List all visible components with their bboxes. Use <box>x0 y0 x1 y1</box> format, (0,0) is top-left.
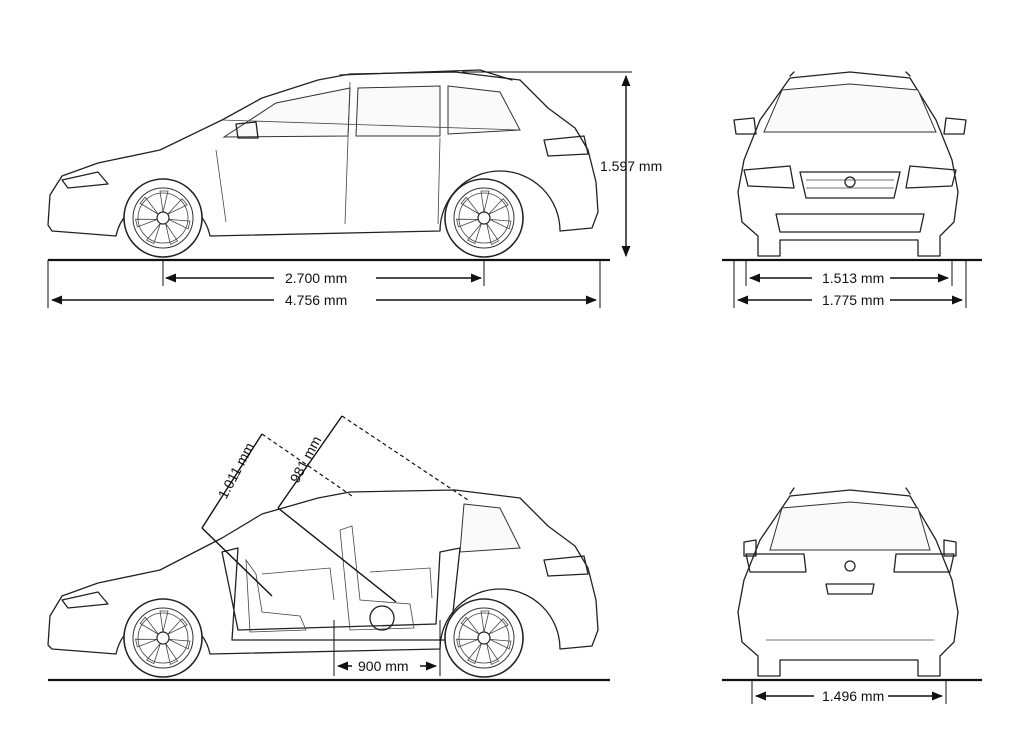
rear-headroom-label: 981 mm <box>287 433 325 485</box>
interior-door-opening <box>221 547 461 641</box>
rear-left-tail-light <box>745 553 807 573</box>
interior-seats <box>245 525 415 633</box>
front-right-headlight <box>905 165 957 189</box>
height-label: 1.597 mm <box>600 158 662 174</box>
rear-right-mirror <box>943 539 957 557</box>
interior-headlight <box>61 591 109 609</box>
side-view: 1.597 mm 2.700 mm 4.756 mm <box>47 69 662 308</box>
rear-headroom-dimension <box>277 415 343 509</box>
front-track-label: 1.513 mm <box>822 270 884 286</box>
front-width-label: 1.775 mm <box>822 292 884 308</box>
side-rear-door-window <box>355 85 441 137</box>
interior-rear-window <box>459 503 521 553</box>
rear-track-label: 1.496 mm <box>822 688 884 704</box>
front-right-mirror <box>943 117 967 135</box>
front-view: 1.513 mm 1.775 mm <box>722 71 982 308</box>
rear-body-outline <box>737 489 959 677</box>
side-rear-wheel <box>444 178 524 258</box>
side-mirror <box>235 121 259 139</box>
rear-plate-recess <box>825 583 875 595</box>
interior-rear-wheel <box>444 598 524 678</box>
side-quarter-window <box>447 85 521 135</box>
side-roof-rail <box>339 69 513 81</box>
rear-view: 1.496 mm <box>722 487 982 704</box>
interior-tail-light <box>543 555 589 577</box>
rear-badge <box>844 560 856 572</box>
side-door-lines <box>215 81 521 225</box>
front-lower-intake <box>775 213 925 233</box>
rear-left-mirror <box>743 539 757 557</box>
front-grille <box>799 171 901 199</box>
front-headroom-dimension <box>201 433 263 529</box>
side-headlight <box>61 171 109 189</box>
rear-right-tail-light <box>893 553 955 573</box>
interior-front-wheel <box>123 598 203 678</box>
legroom-label: 900 mm <box>358 658 409 674</box>
rear-window <box>769 501 931 551</box>
front-left-headlight <box>743 165 795 189</box>
front-headroom-label: 1.011 mm <box>215 440 258 502</box>
front-left-mirror <box>733 117 757 135</box>
side-tail-light <box>543 135 589 157</box>
length-label: 4.756 mm <box>285 292 347 308</box>
side-front-window <box>222 87 351 138</box>
front-windshield <box>763 83 937 133</box>
interior-view: 1.011 mm 981 mm 900 mm <box>47 415 610 682</box>
front-body-outline <box>737 71 959 257</box>
side-front-wheel <box>123 178 203 258</box>
front-badge <box>844 176 856 188</box>
wheelbase-label: 2.700 mm <box>285 270 347 286</box>
interior-speaker <box>369 605 395 631</box>
